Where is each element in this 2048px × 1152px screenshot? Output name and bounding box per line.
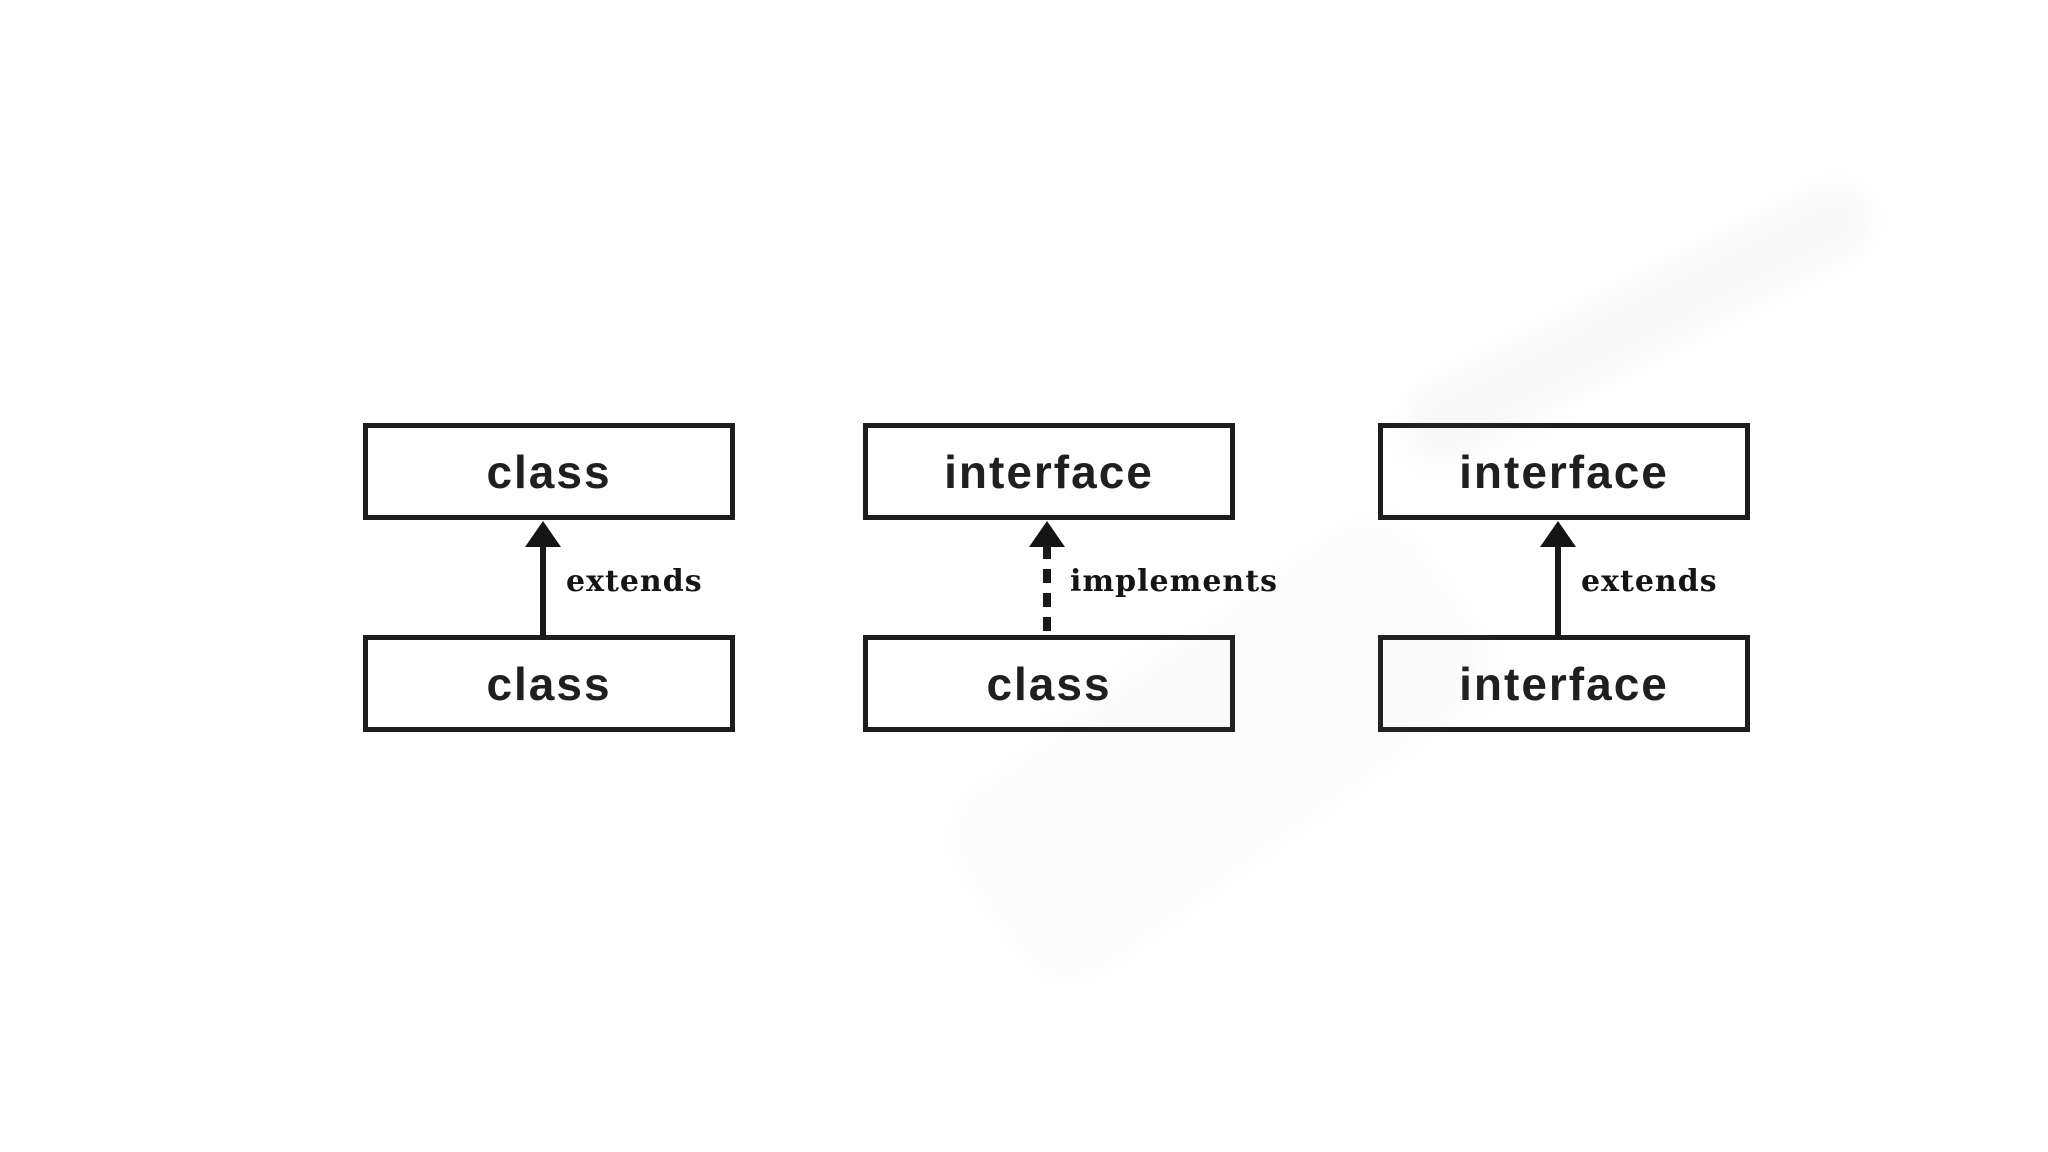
parent-node-box: interface: [863, 423, 1235, 520]
arrowhead-up-icon: [1540, 521, 1576, 547]
relationship-label: extends: [1581, 564, 1718, 599]
relationship-class-extends-class: class extends class: [363, 423, 735, 733]
parent-node-box: interface: [1378, 423, 1750, 520]
arrow-shaft-dashed: [1043, 545, 1051, 632]
parent-node-label: interface: [1459, 445, 1669, 498]
relationship-class-implements-interface: interface implements class: [863, 423, 1277, 733]
relationship-label: implements: [1070, 564, 1278, 599]
arrowhead-up-icon: [1029, 521, 1065, 547]
relationship-label: extends: [566, 564, 703, 599]
child-node-label: class: [986, 657, 1112, 710]
parent-node-label: interface: [944, 445, 1154, 498]
child-node-box: class: [863, 635, 1235, 732]
relationship-interface-extends-interface: interface extends interface: [1378, 423, 1750, 733]
child-node-box: class: [363, 635, 735, 732]
arrow-shaft-solid: [1555, 545, 1561, 635]
arrow-shaft-solid: [540, 545, 546, 635]
parent-node-label: class: [486, 445, 612, 498]
connector: extends: [1378, 520, 1750, 635]
connector: extends: [363, 520, 735, 635]
child-node-box: interface: [1378, 635, 1750, 732]
child-node-label: class: [486, 657, 612, 710]
arrowhead-up-icon: [525, 521, 561, 547]
connector: implements: [863, 520, 1277, 635]
child-node-label: interface: [1459, 657, 1669, 710]
parent-node-box: class: [363, 423, 735, 520]
